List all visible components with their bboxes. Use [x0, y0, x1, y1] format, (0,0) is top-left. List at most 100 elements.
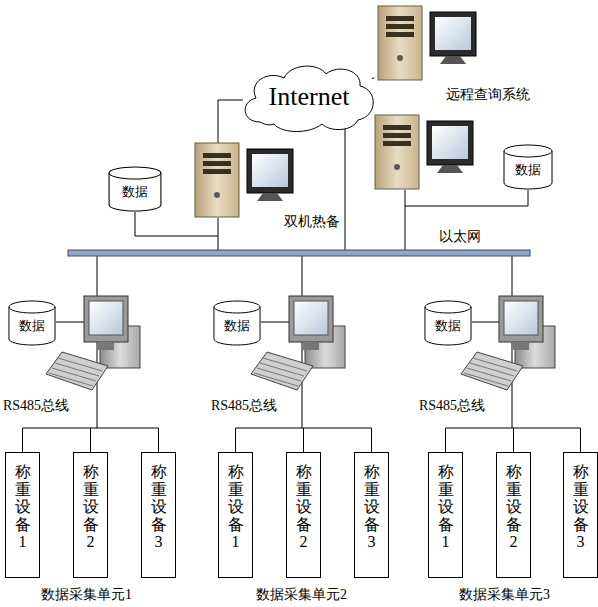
- cylinder-top: [425, 301, 471, 313]
- monitor-frame: [499, 296, 543, 342]
- device-label: 称重设备1: [15, 463, 31, 551]
- database-cylinder: 数据: [424, 300, 472, 346]
- cloud-outline: [245, 66, 373, 131]
- unit-label: 数据采集单元1: [40, 587, 133, 604]
- key-row: [464, 373, 508, 386]
- remote-query-system: 远程查询系统: [372, 4, 532, 106]
- ethernet-bus: [68, 250, 530, 256]
- key-row: [257, 368, 301, 381]
- monitor-frame: [289, 296, 333, 342]
- bus-label: RS485总线: [2, 398, 70, 415]
- key-row: [58, 358, 102, 371]
- pc-icon: [461, 296, 555, 390]
- cloud-link: [345, 129, 346, 250]
- internet-cloud: Internet: [238, 60, 380, 134]
- drop-line: [580, 428, 581, 452]
- weighing-device-box: 称重设备3: [563, 452, 598, 578]
- monitor-frame: [84, 296, 128, 342]
- rs485-bus: [23, 428, 581, 452]
- database-label: 数据: [224, 317, 250, 335]
- monitor-screen: [294, 301, 328, 335]
- device-label: 称重设备2: [83, 463, 99, 551]
- cylinder-top: [109, 167, 161, 179]
- keyboard: [46, 352, 108, 390]
- cylinder-top: [9, 301, 55, 313]
- key-row: [52, 368, 96, 381]
- key-row: [260, 363, 304, 376]
- key-row: [467, 368, 511, 381]
- drop-line: [90, 428, 91, 452]
- monitor-screen: [432, 126, 468, 159]
- monitor-stand: [257, 193, 283, 201]
- monitor-frame: [427, 121, 473, 165]
- monitor-stand: [513, 342, 529, 350]
- database-cylinder: 数据: [108, 166, 162, 212]
- cylinder-top: [504, 145, 552, 157]
- monitor-frame: [247, 149, 293, 193]
- monitor-screen: [504, 301, 538, 335]
- key-row: [55, 363, 99, 376]
- keyboard: [461, 352, 523, 390]
- drop-line: [22, 428, 23, 452]
- drive-bay: [383, 141, 411, 146]
- device-label: 称重设备3: [573, 463, 589, 551]
- server-link: [218, 218, 219, 250]
- weighing-device-box: 称重设备2: [496, 452, 531, 578]
- cloud-link: [218, 100, 243, 143]
- weighing-device-box: 称重设备3: [354, 452, 389, 578]
- unit-label: 数据采集单元2: [255, 587, 348, 604]
- database-label: 数据: [19, 317, 45, 335]
- drive-bay: [386, 16, 414, 21]
- wires: [56, 100, 528, 428]
- bus-label: RS485总线: [210, 398, 278, 415]
- drop-line: [513, 428, 514, 452]
- weighing-device-box: 称重设备2: [73, 452, 108, 578]
- database-cylinder: 数据: [8, 300, 56, 346]
- monitor-stand: [98, 342, 114, 350]
- key-row: [263, 358, 307, 371]
- database-cylinder: 数据: [213, 300, 261, 346]
- db-link: [261, 322, 291, 323]
- database-label: 数据: [122, 183, 148, 201]
- power-button: [214, 192, 220, 198]
- power-button: [397, 55, 403, 61]
- database-label: 数据: [435, 317, 461, 335]
- drive-bay: [203, 153, 231, 158]
- drive-bay: [386, 32, 414, 37]
- system-label: 远程查询系统: [446, 86, 530, 104]
- key-row: [470, 363, 514, 376]
- cloud-label: Internet: [269, 82, 350, 112]
- weighing-device-box: 称重设备1: [218, 452, 253, 578]
- bus-label: RS485总线: [418, 398, 486, 415]
- drive-bay: [383, 133, 411, 138]
- drive-bay: [203, 169, 231, 174]
- hot-standby-label: 双机热备: [283, 214, 341, 231]
- pc-icon: [251, 296, 345, 390]
- cylinder-top: [214, 301, 260, 313]
- device-label: 称重设备1: [438, 463, 454, 551]
- db-link: [56, 322, 86, 323]
- monitor-frame: [430, 12, 476, 56]
- weighing-device-box: 称重设备1: [5, 452, 40, 578]
- key-row: [473, 358, 517, 371]
- database-cylinder: 数据: [503, 144, 553, 190]
- pc-icon: [46, 296, 140, 390]
- db-link: [405, 190, 528, 206]
- database-label: 数据: [515, 161, 541, 179]
- ethernet-label: 以太网: [438, 229, 482, 246]
- drop-line: [371, 428, 372, 452]
- monitor-stand: [303, 342, 319, 350]
- monitor-stand: [440, 56, 466, 64]
- monitor-screen: [252, 154, 288, 187]
- key-row: [254, 373, 298, 386]
- weighing-device-box: 称重设备1: [428, 452, 463, 578]
- weighing-device-box: 称重设备3: [141, 452, 176, 578]
- weighing-device-box: 称重设备2: [286, 452, 321, 578]
- drop-line: [445, 428, 446, 452]
- monitor-screen: [435, 17, 471, 50]
- drive-bay: [383, 125, 411, 130]
- server-icon: [378, 6, 476, 80]
- device-label: 称重设备3: [364, 463, 380, 551]
